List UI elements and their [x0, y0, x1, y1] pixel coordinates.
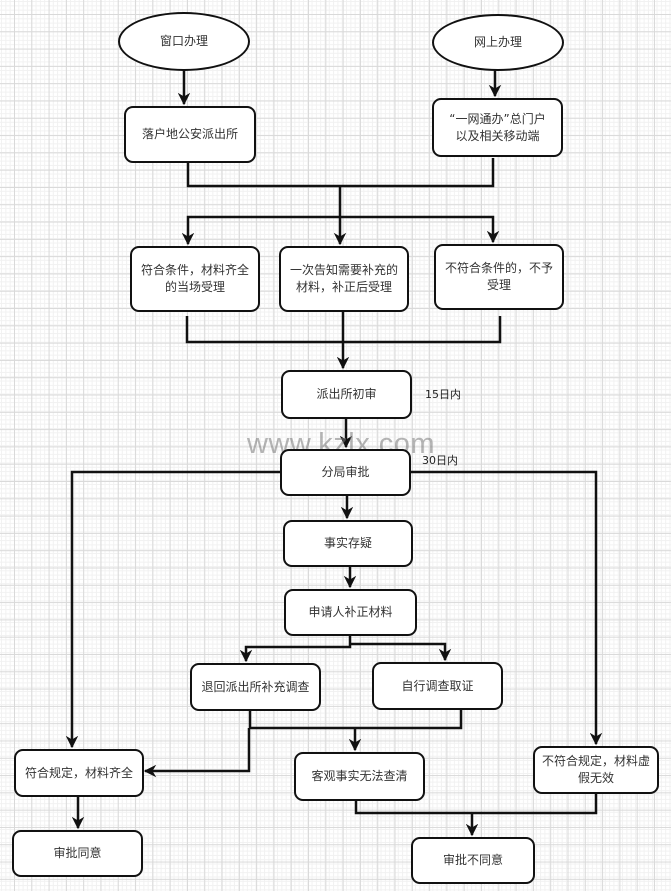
node-notify-supplement: 一次告知需要补充的材料，补正后受理: [279, 246, 409, 312]
node-label: 退回派出所补充调查: [201, 679, 310, 694]
node-accept-onsite: 符合条件，材料齐全的当场受理: [130, 246, 260, 312]
node-label: 分局审批: [321, 465, 370, 479]
node-window: 窗口办理: [118, 12, 250, 71]
edge-split-right: [340, 215, 500, 244]
edge-bureau-right: [410, 470, 603, 746]
edge-supp-right: [350, 642, 452, 662]
node-return-investigation: 退回派出所补充调查: [190, 663, 321, 711]
node-label: 窗口办理: [159, 34, 208, 48]
node-label: 不符合条件的，不予受理: [444, 261, 553, 292]
node-label: 不符合规定，材料虚假无效: [541, 754, 650, 785]
node-label: 一次告知需要补充的材料，补正后受理: [289, 263, 398, 294]
node-online: 网上办理: [432, 14, 564, 71]
node-label: 事实存疑: [323, 536, 372, 550]
node-label: 申请人补正材料: [308, 605, 393, 619]
node-label: 派出所初审: [316, 387, 377, 401]
node-label: “一网通办”总门户以及相关移动端: [449, 111, 546, 143]
node-not-approved: 审批不同意: [411, 837, 535, 884]
edge-bureau-left: [65, 470, 280, 749]
node-label: 符合条件，材料齐全的当场受理: [140, 263, 249, 294]
node-label: 自行调查取证: [401, 678, 474, 693]
node-applicant-supplement: 申请人补正材料: [284, 589, 417, 636]
node-facts-doubtful: 事实存疑: [283, 520, 413, 567]
node-compliant: 符合规定，材料齐全: [14, 749, 144, 797]
node-unclear: 客观事实无法查清: [294, 752, 425, 801]
node-bureau-approval: 分局审批: [280, 449, 411, 496]
note-15-days: 15日内: [425, 388, 461, 401]
edge-split-left: [181, 215, 340, 246]
node-approved: 审批同意: [12, 830, 143, 877]
edge-invest-merge: [248, 709, 463, 730]
node-reject: 不符合条件的，不予受理: [434, 244, 564, 310]
node-label: 网上办理: [473, 35, 522, 49]
node-portal: “一网通办”总门户以及相关移动端: [432, 98, 563, 157]
node-label: 审批同意: [53, 846, 102, 860]
node-police-station: 落户地公安派出所: [124, 106, 256, 163]
node-label: 客观事实无法查清: [311, 769, 408, 783]
node-self-investigation: 自行调查取证: [372, 662, 503, 710]
note-30-days: 30日内: [422, 454, 458, 467]
edge-to-compliant: [143, 728, 251, 778]
node-label: 符合规定，材料齐全: [24, 765, 133, 780]
node-initial-review: 派出所初审: [281, 370, 412, 419]
node-noncompliant: 不符合规定，材料虚假无效: [533, 746, 659, 794]
edge-unclear-merge: [354, 793, 598, 815]
node-label: 落户地公安派出所: [141, 127, 238, 141]
edge-supp-left: [239, 635, 352, 663]
node-label: 审批不同意: [442, 853, 503, 867]
